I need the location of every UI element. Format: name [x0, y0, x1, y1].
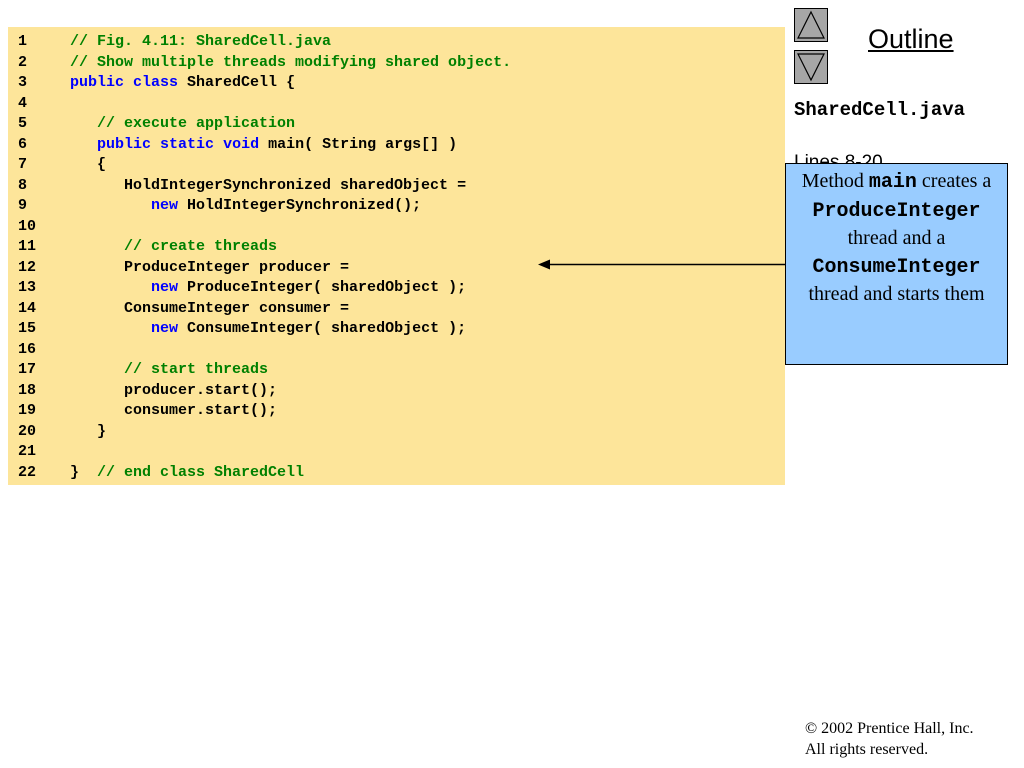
code-text: ConsumeInteger( sharedObject ); — [178, 320, 467, 337]
code-text: HoldIntegerSynchronized sharedObject = — [70, 176, 467, 194]
callout-text: creates a — [916, 170, 992, 192]
code-line: 10 — [18, 217, 511, 238]
line-number: 6 — [18, 135, 28, 153]
code-comment: // execute application — [97, 115, 296, 132]
code-line: 12 ProduceInteger producer = — [18, 258, 511, 279]
triangle-down-icon — [797, 53, 825, 82]
code-line: 11 // create threads — [18, 237, 511, 258]
code-text: ProduceInteger producer = — [70, 258, 350, 276]
copyright-line: © 2002 Prentice Hall, Inc. — [805, 720, 974, 737]
code-text: ProduceInteger( sharedObject ); — [178, 279, 467, 296]
line-number: 8 — [18, 176, 28, 194]
code-comment: // start threads — [124, 361, 269, 378]
code-comment: // Show multiple threads modifying share… — [70, 53, 512, 71]
line-number: 3 — [18, 74, 28, 91]
code-line: 16 — [18, 340, 511, 361]
code-text: consumer.start(); — [70, 402, 278, 419]
code-line: 18 producer.start(); — [18, 381, 511, 402]
copyright-line: All rights reserved. — [805, 741, 929, 758]
code-line: 8 HoldIntegerSynchronized sharedObject = — [18, 176, 511, 197]
code-line: 17 // start threads — [18, 360, 511, 381]
code-comment: // Fig. 4.11: SharedCell.java — [70, 33, 332, 50]
callout-method-name: main — [868, 171, 917, 194]
triangle-up-icon — [797, 10, 825, 39]
code-line: 4 — [18, 94, 511, 115]
code-text: ConsumeInteger consumer = — [70, 299, 350, 317]
line-number: 10 — [18, 217, 37, 235]
callout-text: thread and starts them — [808, 283, 985, 305]
outline-link[interactable]: Outline — [868, 24, 954, 54]
line-number: 1 — [18, 33, 28, 50]
code-text: { — [70, 156, 107, 173]
code-comment: // create threads — [124, 238, 278, 255]
line-number: 20 — [18, 422, 37, 440]
code-text: HoldIntegerSynchronized(); — [178, 197, 422, 214]
code-keyword: new — [151, 197, 179, 214]
code-line: 1 // Fig. 4.11: SharedCell.java — [18, 32, 511, 53]
code-keyword: void — [223, 135, 260, 153]
code-listing: 1 // Fig. 4.11: SharedCell.java 2 // Show m… — [18, 32, 511, 483]
callout-class-name: ProduceInteger — [812, 199, 981, 223]
code-line: 22} // end class SharedCell — [18, 463, 511, 484]
code-text: producer.start(); — [70, 381, 278, 399]
line-number: 5 — [18, 115, 28, 132]
code-panel: 1 // Fig. 4.11: SharedCell.java 2 // Show m… — [8, 27, 785, 485]
code-keyword: public — [70, 74, 125, 91]
line-number: 15 — [18, 320, 37, 337]
code-line: 15 new ConsumeInteger( sharedObject ); — [18, 319, 511, 340]
code-keyword: new — [151, 279, 179, 296]
callout-text: thread and a — [847, 227, 946, 249]
line-number: 9 — [18, 197, 28, 214]
code-line: 19 consumer.start(); — [18, 401, 511, 422]
code-keyword: public — [97, 135, 152, 153]
code-line: 13 new ProduceInteger( sharedObject ); — [18, 278, 511, 299]
code-keyword: class — [133, 74, 179, 91]
line-number: 11 — [18, 238, 37, 255]
line-number: 14 — [18, 299, 37, 317]
code-line: 6 public static void main( String args[]… — [18, 135, 511, 156]
line-number: 17 — [18, 361, 37, 378]
code-line: 7 { — [18, 155, 511, 176]
line-number: 19 — [18, 402, 37, 419]
callout-box: Method main creates a ProduceInteger thr… — [785, 163, 1008, 365]
code-keyword: new — [151, 320, 179, 337]
code-line: 9 new HoldIntegerSynchronized(); — [18, 196, 511, 217]
callout-class-name: ConsumeInteger — [812, 255, 981, 279]
code-text: SharedCell { — [178, 74, 296, 91]
line-number: 2 — [18, 53, 28, 71]
line-number: 13 — [18, 279, 37, 296]
code-line: 20 } — [18, 422, 511, 443]
line-number: 12 — [18, 258, 37, 276]
code-line: 5 // execute application — [18, 114, 511, 135]
code-keyword: static — [160, 135, 215, 153]
line-number: 22 — [18, 463, 37, 481]
lines-label: Lines 8-20 — [794, 152, 883, 164]
previous-slide-button[interactable] — [794, 8, 828, 42]
code-line: 3 public class SharedCell { — [18, 73, 511, 94]
code-line: 2 // Show multiple threads modifying shar… — [18, 53, 511, 74]
line-number: 7 — [18, 156, 28, 173]
next-slide-button[interactable] — [794, 50, 828, 84]
line-number: 18 — [18, 381, 37, 399]
code-line: 14 ConsumeInteger consumer = — [18, 299, 511, 320]
code-text: main( String args[] ) — [259, 135, 458, 153]
file-name-label: SharedCell.java — [794, 99, 966, 121]
code-text: } — [70, 463, 98, 481]
code-comment: // end class SharedCell — [97, 463, 305, 481]
line-number: 16 — [18, 340, 37, 358]
line-number: 21 — [18, 443, 37, 460]
callout-text: Method — [801, 170, 869, 192]
code-text: } — [70, 422, 107, 440]
code-line: 21 — [18, 442, 511, 463]
line-number: 4 — [18, 94, 28, 112]
copyright-notice: © 2002 Prentice Hall, Inc. All rights re… — [805, 718, 974, 760]
